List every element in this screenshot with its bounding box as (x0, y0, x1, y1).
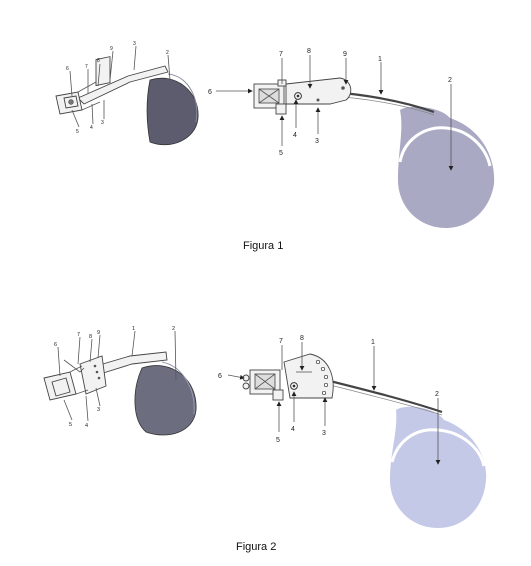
figure-1-perspective-view: 6 7 8 9 3 2 5 4 3 (55, 41, 199, 146)
label-3b: 3 (101, 120, 104, 126)
label-3: 3 (315, 138, 319, 145)
figure-2: 6 7 8 9 1 2 5 4 3 (43, 326, 487, 553)
label-8: 8 (307, 48, 311, 55)
disc (398, 106, 495, 228)
label-2: 2 (166, 50, 169, 56)
label-1: 1 (378, 56, 382, 63)
label-9: 9 (97, 330, 100, 336)
label-2: 2 (172, 326, 175, 332)
label-6: 6 (208, 89, 212, 96)
label-4: 4 (291, 426, 295, 433)
label-1: 1 (132, 326, 135, 332)
arm (325, 378, 443, 414)
arm (77, 65, 169, 105)
disc (134, 365, 197, 436)
label-4: 4 (85, 423, 88, 429)
label-6: 6 (218, 373, 222, 380)
label-7: 7 (85, 64, 88, 70)
figure-1-side-view: 7 8 9 1 6 4 3 5 2 (208, 48, 495, 228)
label-7: 7 (279, 338, 283, 345)
label-8: 8 (300, 335, 304, 342)
bracket-plate (95, 56, 111, 87)
label-7: 7 (279, 51, 283, 58)
figure-1-caption: Figura 1 (243, 240, 283, 252)
label-2: 2 (448, 77, 452, 84)
label-5: 5 (76, 129, 79, 135)
label-3: 3 (133, 41, 136, 47)
label-5: 5 (276, 437, 280, 444)
label-5: 5 (69, 422, 72, 428)
label-1: 1 (371, 339, 375, 346)
label-8: 8 (89, 334, 92, 340)
label-5: 5 (279, 150, 283, 157)
figure-2-perspective-view: 6 7 8 9 1 2 5 4 3 (43, 326, 197, 436)
label-6: 6 (66, 66, 69, 72)
figure-2-side-view: 7 8 1 6 4 3 5 2 (218, 335, 487, 528)
bracket-plate (285, 77, 352, 105)
label-4: 4 (293, 132, 297, 139)
bracket-plate (79, 355, 107, 395)
label-7: 7 (77, 332, 80, 338)
label-3: 3 (322, 430, 326, 437)
label-9: 9 (110, 46, 113, 52)
disc (146, 77, 199, 146)
figure-1: 6 7 8 9 3 2 5 4 3 (55, 41, 495, 252)
label-9: 9 (343, 51, 347, 58)
figure-2-caption: Figura 2 (236, 541, 276, 553)
label-3: 3 (97, 407, 100, 413)
label-6: 6 (54, 342, 57, 348)
label-8: 8 (97, 58, 100, 64)
label-2: 2 (435, 391, 439, 398)
label-4: 4 (90, 125, 93, 131)
